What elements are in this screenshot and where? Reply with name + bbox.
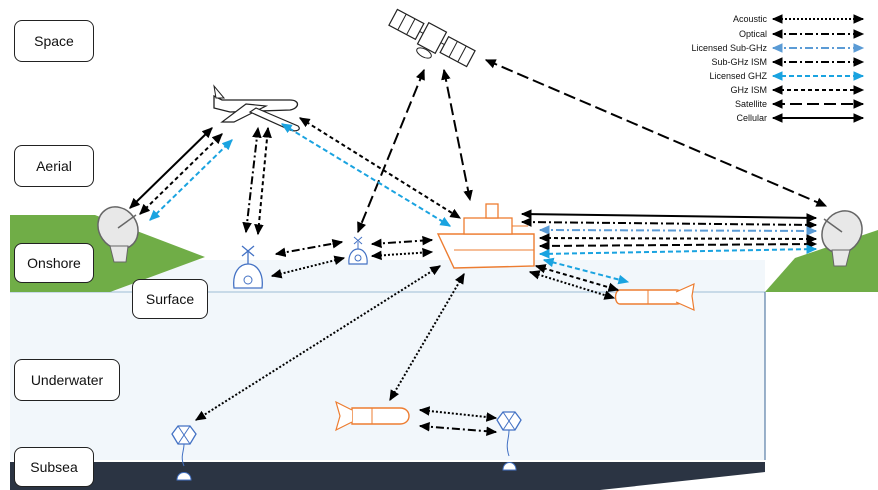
- subsea-node-icon: [171, 425, 197, 481]
- link-ghz-ism: [254, 126, 272, 236]
- legend-label-licensed-ghz: Licensed GHZ: [709, 71, 767, 81]
- zone-label-surface: Surface: [132, 279, 208, 319]
- zone-label-onshore: Onshore: [14, 243, 94, 283]
- link-optical: [418, 421, 498, 437]
- link-sub-ghz-ism: [242, 126, 262, 234]
- link-lines: [129, 59, 828, 437]
- legend: Acoustic Optical Licensed Sub-GHz Sub-GH…: [691, 14, 865, 123]
- dish-antenna-icon: [821, 210, 863, 267]
- auv-icon: [614, 282, 695, 311]
- link-satellite-dash: [538, 239, 818, 251]
- link-acoustic: [370, 247, 434, 261]
- link-licensed-ghz: [280, 123, 452, 227]
- link-licensed-ghz: [149, 139, 233, 221]
- legend-label-ghz-ism: GHz ISM: [730, 85, 767, 95]
- link-satellite: [484, 59, 828, 207]
- satellite-icon: [388, 8, 476, 68]
- legend-label-licensed-sub-ghz: Licensed Sub-GHz: [691, 43, 767, 53]
- legend-label-acoustic: Acoustic: [733, 14, 768, 24]
- link-sub-ghz-ism: [274, 238, 344, 258]
- link-sub-ghz-ism: [520, 217, 818, 230]
- dish-antenna-icon: [97, 206, 139, 263]
- link-licensed-sub-ghz: [538, 225, 818, 236]
- legend-label-optical: Optical: [739, 29, 767, 39]
- link-ghz-ism: [139, 133, 223, 215]
- legend-label-cellular: Cellular: [736, 113, 767, 123]
- ship-icon: [436, 203, 535, 269]
- link-sub-ghz-ism: [370, 235, 434, 249]
- link-licensed-ghz: [538, 244, 818, 259]
- zone-label-aerial: Aerial: [14, 145, 94, 187]
- legend-label-satellite: Satellite: [735, 99, 767, 109]
- link-ghz-ism: [538, 233, 818, 244]
- link-satellite: [441, 68, 473, 202]
- zone-label-space: Space: [14, 20, 94, 62]
- buoy-icon: [348, 236, 368, 265]
- link-acoustic: [389, 272, 465, 402]
- aircraft-icon: [213, 84, 300, 132]
- link-cellular: [129, 127, 213, 209]
- legend-label-sub-ghz-ism: Sub-GHz ISM: [711, 57, 767, 67]
- link-cellular: [520, 209, 818, 223]
- seabed: [10, 462, 765, 490]
- link-acoustic: [418, 406, 498, 422]
- zone-label-underwater: Underwater: [14, 359, 120, 401]
- zone-label-subsea: Subsea: [14, 447, 94, 487]
- link-acoustic: [528, 270, 616, 300]
- subsea-node-icon: [496, 411, 522, 471]
- link-satellite: [357, 68, 425, 234]
- link-ghz-ism: [298, 117, 462, 219]
